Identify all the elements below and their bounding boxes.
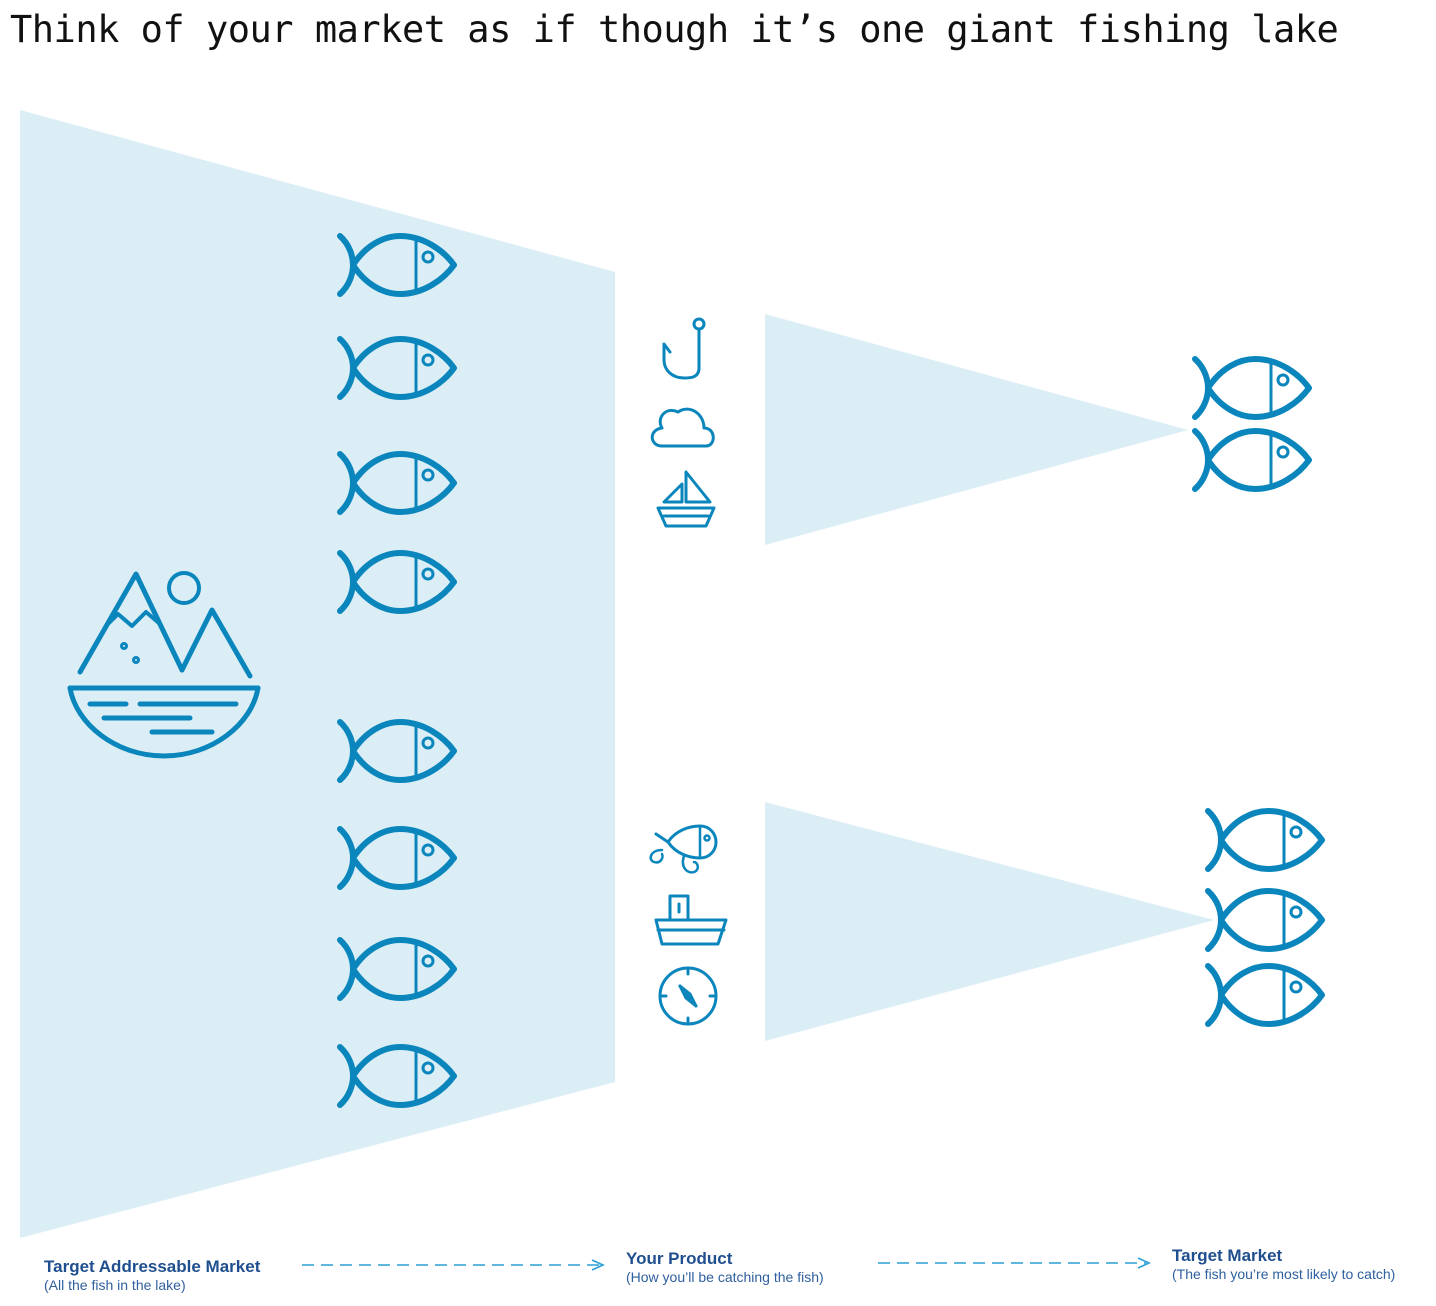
stage-your-product: Your Product (How you’ll be catching the… <box>626 1249 824 1286</box>
sailboat-icon <box>656 470 716 528</box>
addressable-market-funnel <box>20 110 615 1238</box>
stage-label: Your Product <box>626 1249 733 1268</box>
fishing-hook-icon <box>662 317 706 380</box>
fishing-boat-icon <box>654 894 728 946</box>
fish-icon <box>1208 891 1322 949</box>
arrow-to-target-market <box>878 1257 1151 1269</box>
stage-sublabel: (The fish you’re most likely to catch) <box>1172 1266 1396 1282</box>
fish-icon <box>1195 431 1309 489</box>
stage-label: Target Market <box>1172 1246 1283 1265</box>
fish-icon <box>1208 811 1322 869</box>
stage-label: Target Addressable Market <box>44 1257 261 1276</box>
target-market-funnel-bottom <box>765 802 1214 1041</box>
stage-addressable-market: Target Addressable Market (All the fish … <box>44 1257 260 1294</box>
stage-sublabel: (All the fish in the lake) <box>44 1277 186 1293</box>
page-title: Think of your market as if though it’s o… <box>10 8 1339 51</box>
stage-target-market: Target Market (The fish you’re most like… <box>1172 1246 1395 1283</box>
fish-icon <box>1208 966 1322 1024</box>
cloud-icon <box>650 407 715 448</box>
fish-icon <box>1195 359 1309 417</box>
compass-icon <box>658 966 718 1026</box>
fishing-lure-icon <box>649 824 718 874</box>
lake-mountains-icon <box>67 571 261 759</box>
arrow-to-product <box>302 1259 605 1271</box>
stage-sublabel: (How you’ll be catching the fish) <box>626 1269 824 1285</box>
target-market-funnel-top <box>765 314 1188 545</box>
